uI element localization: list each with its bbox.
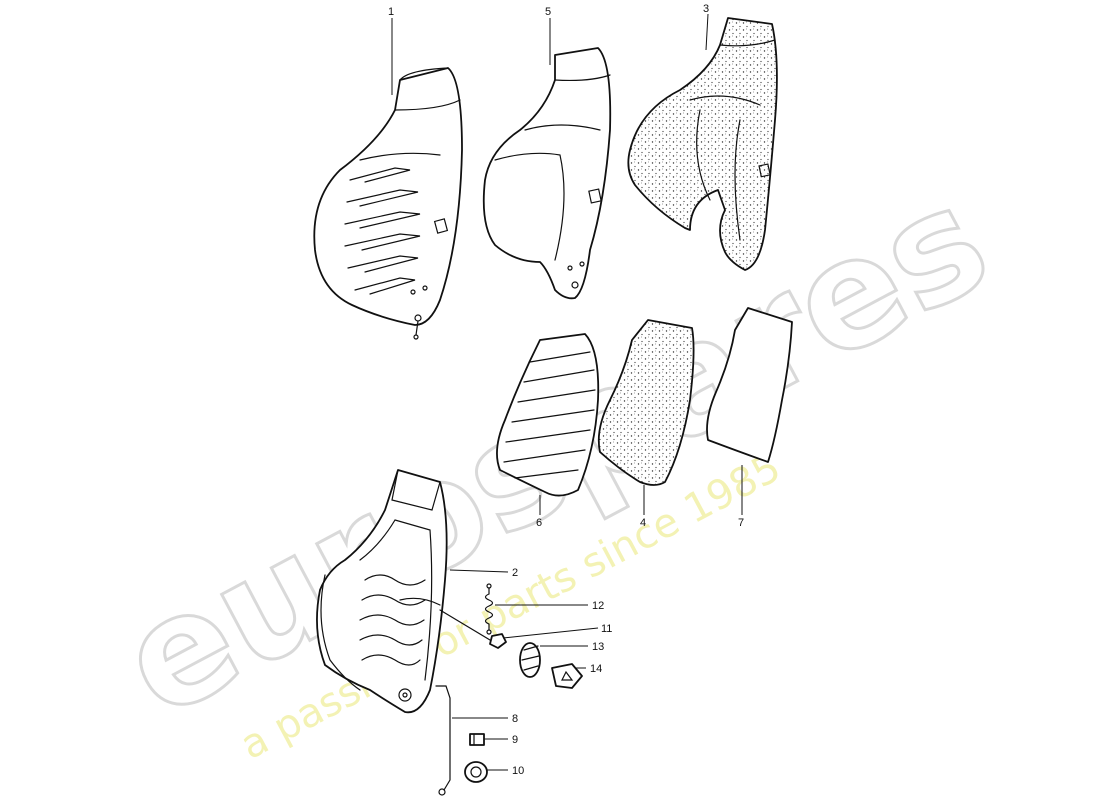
leader-lines — [391, 13, 743, 771]
callout-10: 10 — [512, 765, 524, 777]
callout-4: 4 — [640, 517, 646, 529]
part-13-knob[interactable] — [519, 642, 541, 678]
part-3-backrest-foam[interactable] — [627, 17, 778, 271]
part-4-foam-insert[interactable] — [597, 319, 695, 486]
callout-6: 6 — [536, 517, 542, 529]
part-9-clamp[interactable] — [469, 733, 485, 746]
part-1-backrest-cover[interactable] — [313, 67, 463, 340]
callout-14: 14 — [590, 663, 602, 675]
callout-1: 1 — [388, 6, 394, 18]
part-8-cable[interactable] — [435, 685, 451, 796]
part-11-lever[interactable] — [489, 633, 507, 649]
callout-7: 7 — [738, 517, 744, 529]
callout-13: 13 — [592, 641, 604, 653]
part-2-backrest-frame[interactable] — [316, 469, 491, 714]
callouts: 1 5 3 6 4 7 2 12 11 13 14 8 9 10 — [388, 3, 744, 777]
part-10-grommet[interactable] — [464, 761, 488, 783]
part-7-back-panel[interactable] — [706, 307, 793, 463]
callout-8: 8 — [512, 713, 518, 725]
part-5-backrest-cover-plain[interactable] — [482, 47, 612, 300]
part-12-spring[interactable] — [484, 583, 494, 635]
callout-12: 12 — [592, 600, 604, 612]
callout-3: 3 — [703, 3, 709, 15]
callout-2: 2 — [512, 567, 518, 579]
callout-5: 5 — [545, 6, 551, 18]
callout-11: 11 — [601, 623, 612, 635]
callout-9: 9 — [512, 734, 518, 746]
part-6-pleated-insert[interactable] — [496, 333, 600, 497]
part-14-clip[interactable] — [551, 663, 583, 689]
